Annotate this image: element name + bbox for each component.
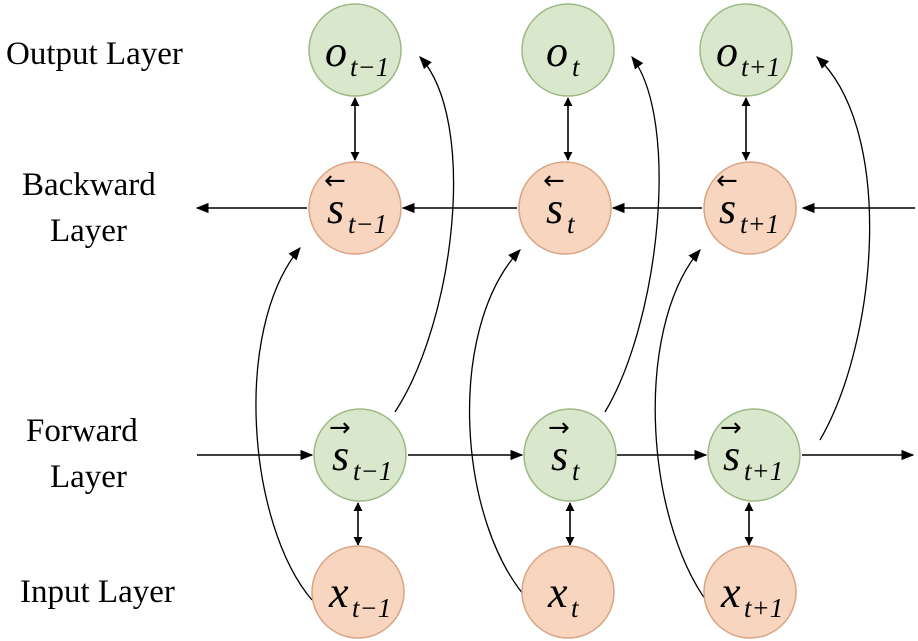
right-arrow-icon: → [720, 413, 742, 443]
forward-layer-label-line2: Layer [50, 459, 127, 495]
forward-to-output-curve-3 [816, 56, 871, 441]
forward-to-output-curve-1 [394, 56, 455, 413]
node-subscript: t [571, 593, 580, 623]
backward-layer-nodes: ← s t−1 ← s t ← s t+1 [308, 161, 797, 255]
node-circle [521, 545, 615, 639]
input-node-t-minus-1: x t−1 [311, 545, 405, 639]
output-layer-label: Output Layer [6, 36, 183, 72]
node-subscript: t−1 [348, 209, 387, 239]
input-to-backward-curve-2 [468, 249, 531, 603]
node-circle [313, 408, 407, 502]
node-subscript: t+1 [741, 52, 780, 82]
node-subscript: t−1 [350, 52, 389, 82]
output-node-t-minus-1: o t−1 [308, 3, 402, 97]
node-variable: s [719, 184, 736, 233]
right-arrow-icon: → [548, 413, 570, 443]
node-circle [518, 161, 612, 255]
node-circle [699, 3, 793, 97]
backward-node-t-plus-1: ← s t+1 [703, 161, 797, 255]
output-node-t-plus-1: o t+1 [699, 3, 793, 97]
node-subscript: t [567, 209, 576, 239]
curved-connections [255, 55, 871, 613]
node-variable: x [328, 568, 349, 617]
node-circle [707, 408, 801, 502]
forward-layer-nodes: → s t−1 → s t → s t+1 [313, 408, 801, 502]
node-variable: s [551, 431, 568, 480]
input-layer-label: Input Layer [20, 574, 175, 610]
right-arrow-icon: → [329, 413, 351, 443]
backward-layer-label-line1: Backward [22, 167, 156, 203]
output-node-t: o t [521, 3, 615, 97]
backward-node-t: ← s t [518, 161, 612, 255]
node-variable: s [327, 184, 344, 233]
layer-labels: Output Layer Backward Layer Forward Laye… [6, 36, 183, 610]
node-circle [703, 545, 797, 639]
input-node-t-plus-1: x t+1 [703, 545, 797, 639]
vertical-connections [350, 97, 754, 546]
node-subscript: t−1 [353, 456, 392, 486]
node-variable: o [546, 27, 568, 76]
forward-node-t-minus-1: → s t−1 [313, 408, 407, 502]
node-circle [308, 161, 402, 255]
node-variable: x [720, 568, 741, 617]
output-layer-nodes: o t−1 o t o t+1 [308, 3, 793, 97]
forward-layer-label-line1: Forward [26, 413, 138, 449]
node-circle [703, 161, 797, 255]
forward-node-t: → s t [523, 408, 617, 502]
node-variable: o [325, 27, 347, 76]
forward-to-output-curve-2 [604, 55, 660, 413]
node-circle [521, 3, 615, 97]
node-subscript: t [572, 52, 581, 82]
backward-node-t-minus-1: ← s t−1 [308, 161, 402, 255]
node-subscript: t−1 [352, 593, 391, 623]
left-arrow-icon: ← [324, 166, 346, 196]
node-variable: s [546, 184, 563, 233]
input-to-backward-curve-3 [654, 249, 716, 613]
node-circle [308, 3, 402, 97]
left-arrow-icon: ← [716, 166, 738, 196]
node-subscript: t+1 [740, 209, 779, 239]
node-subscript: t [572, 456, 581, 486]
node-subscript: t+1 [744, 593, 783, 623]
node-variable: s [332, 431, 349, 480]
forward-node-t-plus-1: → s t+1 [707, 408, 801, 502]
node-circle [311, 545, 405, 639]
node-variable: o [716, 27, 738, 76]
node-variable: x [547, 568, 568, 617]
node-variable: s [723, 431, 740, 480]
input-to-backward-curve-1 [255, 246, 313, 601]
left-arrow-icon: ← [543, 166, 565, 196]
input-layer-nodes: x t−1 x t x t+1 [311, 545, 797, 639]
node-subscript: t+1 [744, 456, 783, 486]
input-node-t: x t [521, 545, 615, 639]
backward-layer-label-line2: Layer [50, 213, 127, 249]
node-circle [523, 408, 617, 502]
